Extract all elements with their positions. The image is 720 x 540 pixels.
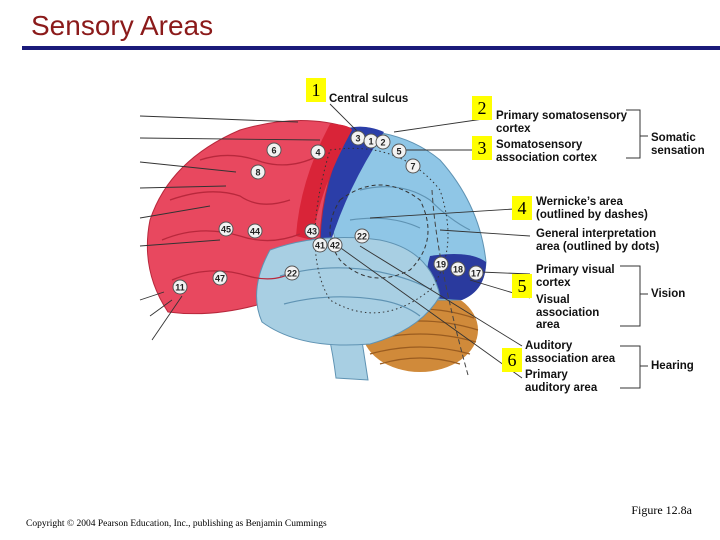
title-underline bbox=[22, 46, 720, 50]
brodmann-area-6: 6 bbox=[266, 142, 282, 158]
number-box-2: 2 bbox=[472, 96, 492, 120]
brodmann-area-45: 45 bbox=[218, 221, 234, 237]
figure-label: Figure 12.8a bbox=[631, 503, 692, 517]
svg-text:41: 41 bbox=[315, 241, 325, 251]
svg-text:42: 42 bbox=[330, 241, 340, 251]
svg-text:8: 8 bbox=[255, 168, 260, 178]
number-box-5: 5 bbox=[512, 274, 532, 298]
brodmann-area-11: 11 bbox=[172, 279, 188, 295]
number-box-3: 3 bbox=[472, 136, 492, 160]
label-auditory-association: Auditory association area bbox=[525, 340, 616, 365]
brodmann-area-47: 47 bbox=[212, 270, 228, 286]
label-somatosensory-association: Somatosensory association cortex bbox=[496, 139, 597, 164]
brodmann-area-22: 22 bbox=[354, 228, 370, 244]
number-box-4: 4 bbox=[512, 196, 532, 220]
svg-text:22: 22 bbox=[287, 269, 297, 279]
svg-text:19: 19 bbox=[436, 260, 446, 270]
copyright-notice: Copyright © 2004 Pearson Education, Inc.… bbox=[26, 519, 327, 529]
svg-text:44: 44 bbox=[250, 227, 260, 237]
svg-text:6: 6 bbox=[271, 146, 276, 156]
leader-lines-left bbox=[139, 115, 321, 341]
label-vision: Vision bbox=[651, 288, 686, 300]
brodmann-area-44: 44 bbox=[247, 223, 263, 239]
svg-text:7: 7 bbox=[410, 162, 415, 172]
brodmann-area-19: 19 bbox=[433, 256, 449, 272]
brodmann-area-43: 43 bbox=[304, 223, 320, 239]
brodmann-area-7: 7 bbox=[405, 158, 421, 174]
svg-text:43: 43 bbox=[307, 227, 317, 237]
number-box-1: 1 bbox=[306, 78, 326, 102]
svg-text:11: 11 bbox=[175, 283, 185, 293]
brodmann-area-18: 18 bbox=[450, 261, 466, 277]
svg-text:18: 18 bbox=[453, 265, 463, 275]
temporal-gyri-lines bbox=[279, 186, 471, 317]
svg-text:5: 5 bbox=[396, 147, 401, 157]
label-hearing: Hearing bbox=[651, 360, 694, 372]
svg-text:3: 3 bbox=[355, 134, 360, 144]
svg-text:22: 22 bbox=[357, 232, 367, 242]
label-general-interpretation: General interpretation area (outlined by… bbox=[536, 228, 660, 253]
brodmann-area-8: 8 bbox=[250, 164, 266, 180]
label-wernickes-area: Wernicke’s area (outlined by dashes) bbox=[536, 196, 648, 221]
svg-text:4: 4 bbox=[315, 148, 320, 158]
brodmann-area-5: 5 bbox=[391, 143, 407, 159]
lobe-division-line bbox=[431, 189, 469, 376]
brodmann-area-22: 22 bbox=[284, 265, 300, 281]
brodmann-area-41: 41 bbox=[312, 237, 328, 253]
svg-text:17: 17 bbox=[471, 269, 481, 279]
label-somatic-sensation: Somatic sensation bbox=[651, 132, 705, 157]
svg-text:47: 47 bbox=[215, 274, 225, 284]
slide-title: Sensory Areas bbox=[31, 10, 214, 41]
gyri-lines bbox=[161, 154, 319, 281]
brodmann-area-4: 4 bbox=[310, 144, 326, 160]
label-primary-visual: Primary visual cortex bbox=[536, 264, 615, 289]
primary-somatosensory-strip bbox=[306, 126, 384, 246]
brodmann-area-2: 2 bbox=[375, 134, 391, 150]
brodmann-area-42: 42 bbox=[327, 237, 343, 253]
number-box-6: 6 bbox=[502, 348, 522, 372]
svg-text:45: 45 bbox=[221, 225, 231, 235]
label-central-sulcus: Central sulcus bbox=[329, 93, 409, 105]
label-primary-somatosensory: Primary somatosensory cortex bbox=[496, 110, 628, 135]
brodmann-area-17: 17 bbox=[468, 265, 484, 281]
brodmann-area-3: 3 bbox=[350, 130, 366, 146]
label-visual-association: Visual association area bbox=[536, 294, 600, 331]
svg-text:1: 1 bbox=[368, 137, 373, 147]
motor-strip bbox=[296, 124, 352, 240]
label-primary-auditory: Primary auditory area bbox=[525, 369, 598, 394]
leader-lines-right bbox=[329, 103, 531, 379]
svg-text:2: 2 bbox=[380, 138, 385, 148]
brackets bbox=[620, 109, 648, 389]
